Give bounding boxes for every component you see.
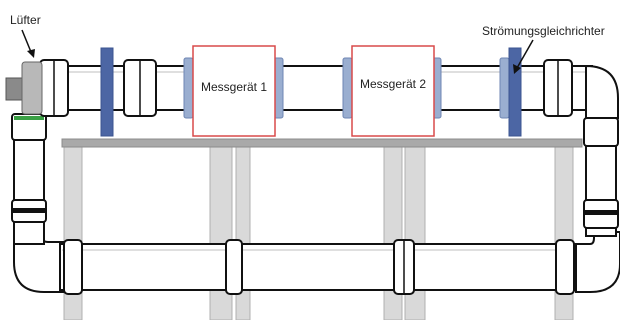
left-riser-ring bbox=[12, 208, 46, 213]
straightener-plate bbox=[508, 47, 522, 137]
arrow-icon bbox=[21, 29, 35, 58]
lower-coupling-2 bbox=[225, 239, 243, 295]
left-riser bbox=[11, 113, 47, 245]
meter1-inlet-flange bbox=[183, 57, 194, 119]
right-riser-coupling-1 bbox=[583, 117, 619, 147]
meter2-inlet-flange bbox=[342, 57, 353, 119]
lower-coupling-1 bbox=[63, 239, 83, 295]
arrow-icon bbox=[513, 39, 534, 74]
table-legs bbox=[63, 144, 574, 320]
meter-2-box bbox=[351, 45, 435, 137]
inlet-plate bbox=[100, 47, 114, 137]
straightener-label: Strömungsgleichrichter bbox=[482, 24, 605, 38]
lower-right-elbow bbox=[575, 231, 620, 293]
meter-1: Messgerät 1 bbox=[192, 45, 276, 137]
meter-2-label: Messgerät 2 bbox=[360, 77, 426, 91]
meter-1-box bbox=[192, 45, 276, 137]
upper-pipe bbox=[39, 59, 619, 119]
fan-motor bbox=[5, 77, 25, 101]
right-riser-ring bbox=[584, 210, 618, 215]
lower-pipe bbox=[13, 230, 620, 295]
upper-right-elbow bbox=[585, 64, 619, 119]
fan-icon bbox=[5, 61, 43, 115]
right-riser bbox=[583, 109, 619, 237]
straightener-flange bbox=[499, 57, 510, 119]
lower-pipe-body bbox=[59, 243, 581, 291]
upper-pipe-segment-2 bbox=[275, 65, 351, 111]
meter-2: Messgerät 2 bbox=[351, 45, 435, 137]
lower-coupling-4 bbox=[555, 239, 575, 295]
lower-couplings bbox=[63, 239, 575, 295]
meter-1-label: Messgerät 1 bbox=[201, 80, 267, 94]
table-top bbox=[61, 138, 583, 148]
fan-housing bbox=[21, 61, 43, 115]
fan-label: Lüfter bbox=[10, 13, 41, 27]
